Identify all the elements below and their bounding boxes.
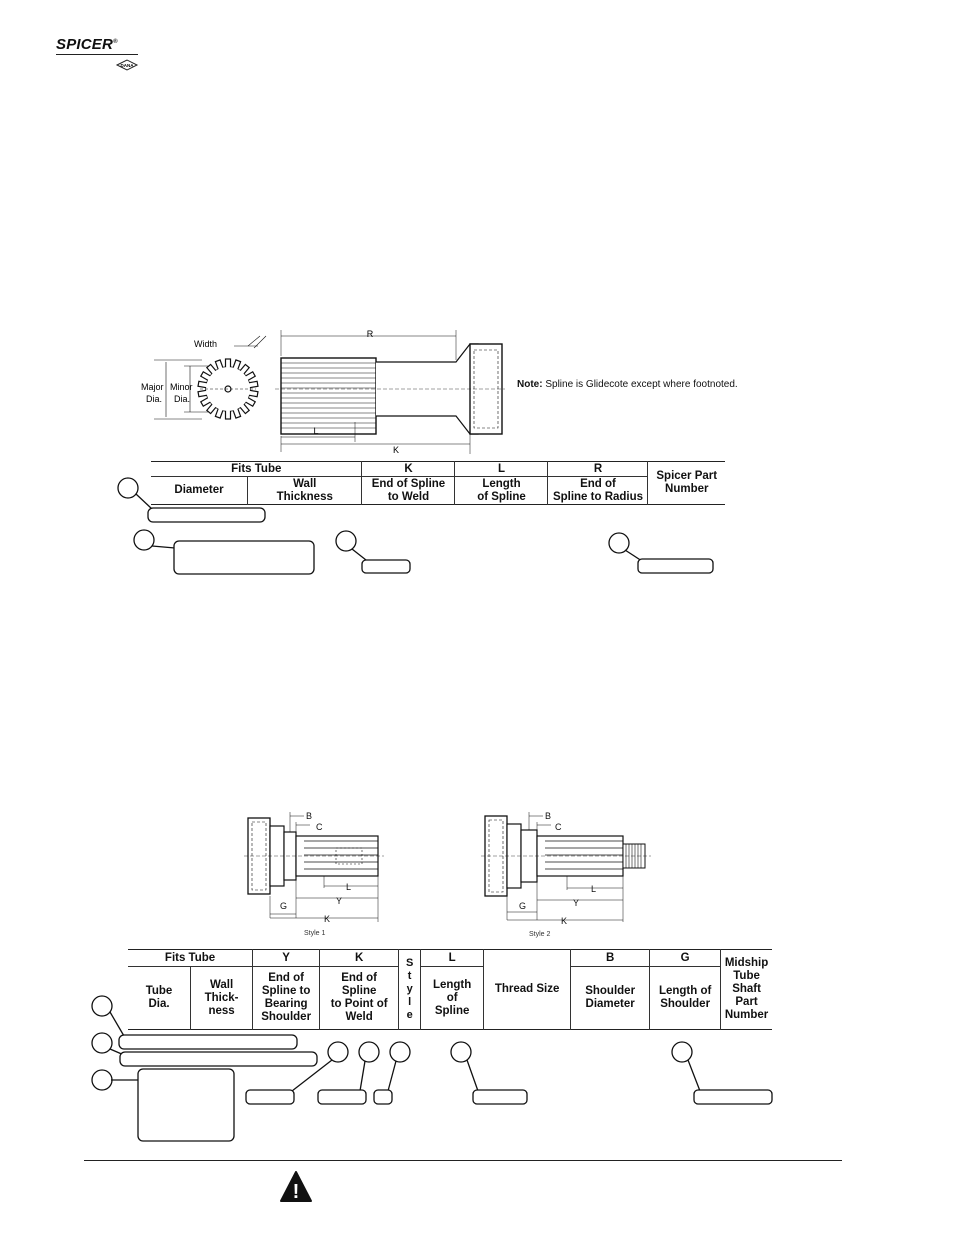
style2-shaft-diagram: B C L Y G K Style 2 (481, 811, 651, 938)
fits-tube-header-2: Fits Tube (128, 949, 253, 967)
callout-marker (335, 530, 357, 552)
minor-dia-label-2: Dia. (174, 394, 190, 404)
callout-marker (91, 995, 113, 1017)
C-label: C (555, 822, 562, 832)
K-dimension-label: K (393, 445, 399, 455)
b-header: B (570, 949, 650, 967)
callout-marker (358, 1041, 380, 1063)
y-header: Y (252, 949, 320, 967)
K-label: K (324, 914, 330, 924)
callout-box (118, 1034, 298, 1050)
r-header: R (547, 461, 648, 477)
callout-marker (117, 477, 139, 499)
callout-marker (608, 532, 630, 554)
callout-marker (91, 1032, 113, 1054)
L-label: L (346, 882, 351, 892)
width-label: Width (194, 339, 217, 349)
B-label: B (306, 811, 312, 821)
K-label: K (561, 916, 567, 926)
callout-box (361, 559, 411, 574)
callout-marker (450, 1041, 472, 1063)
R-dimension-label: R (367, 329, 374, 339)
spline-end-diagram: Width Major Dia. Minor Dia. R L K (141, 329, 505, 455)
callout-box (119, 1051, 318, 1067)
callout-marker (133, 529, 155, 551)
callout-marker (327, 1041, 349, 1063)
spline-note: Note: Spline is Glidecote except where f… (517, 379, 738, 390)
l-header: L (454, 461, 548, 477)
callout-box (245, 1089, 295, 1105)
B-label: B (545, 811, 551, 821)
callout-box (317, 1089, 367, 1105)
style1-caption: Style 1 (304, 930, 326, 937)
callout-box (137, 1068, 235, 1142)
thread-size-header: Thread Size (483, 949, 571, 1030)
style2-caption: Style 2 (529, 931, 551, 938)
callout-marker (671, 1041, 693, 1063)
G-label: G (280, 901, 287, 911)
Y-label: Y (573, 898, 579, 908)
logo-rule (56, 54, 138, 55)
C-label: C (316, 822, 323, 832)
svg-text:DANA: DANA (121, 63, 135, 68)
l-header-2: L (420, 949, 484, 967)
callout-box (373, 1089, 393, 1105)
Y-label: Y (336, 896, 342, 906)
callout-box (637, 558, 714, 574)
G-label: G (519, 901, 526, 911)
callout-box (173, 540, 315, 575)
callout-marker (389, 1041, 411, 1063)
L-label: L (591, 884, 596, 894)
spline-gear-icon (197, 358, 259, 420)
major-dia-label: Major (141, 382, 164, 392)
style1-shaft-diagram: B C L Y G K Style 1 (244, 811, 384, 937)
warning-icon: ! (280, 1171, 312, 1203)
k-header-2: K (319, 949, 399, 967)
spline-shaft-side-view (275, 343, 505, 435)
svg-text:!: ! (293, 1181, 300, 1203)
fits-tube-header: Fits Tube (151, 461, 362, 477)
callout-box (693, 1089, 773, 1105)
major-dia-label-2: Dia. (146, 394, 162, 404)
callout-marker (91, 1069, 113, 1091)
k-header: K (361, 461, 455, 477)
footer-rule (84, 1160, 842, 1161)
callout-box (472, 1089, 528, 1105)
diameter-header: Diameter (174, 484, 224, 496)
spicer-logo: SPICER® (56, 36, 118, 53)
L-dimension-label: L (313, 426, 318, 436)
minor-dia-label: Minor (170, 382, 193, 392)
g-header: G (649, 949, 721, 967)
dana-logo-icon: DANA (115, 59, 139, 71)
callout-box (147, 507, 266, 523)
